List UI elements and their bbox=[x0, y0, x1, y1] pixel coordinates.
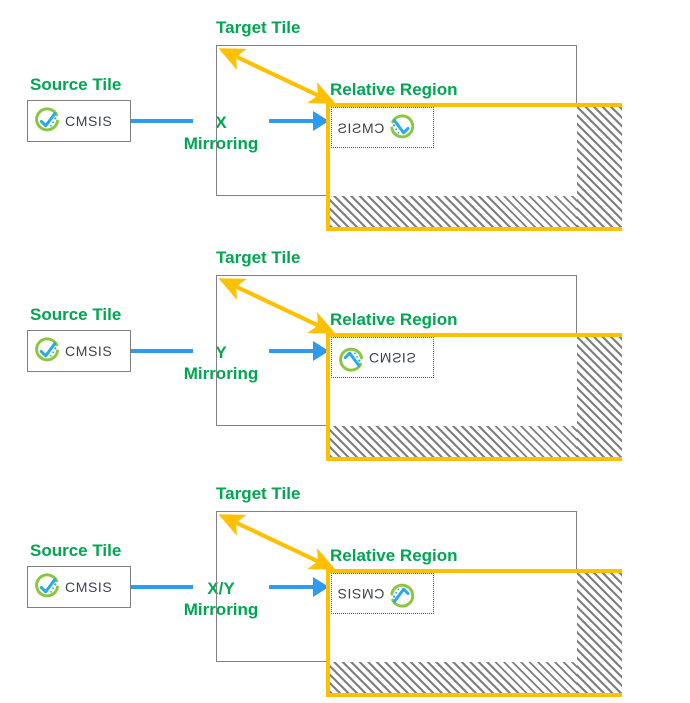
cmsis-logo: CMSIS bbox=[33, 107, 112, 135]
operation-label-y: Y Mirroring bbox=[183, 343, 259, 383]
cmsis-logo-icon bbox=[390, 583, 415, 608]
target-tile-label: Target Tile bbox=[216, 18, 301, 37]
cmsis-logo-text: CMSIS bbox=[65, 343, 113, 359]
relative-region-box[interactable]: CMSIS bbox=[326, 103, 622, 231]
mirrored-tile-box[interactable]: CMSIS bbox=[331, 573, 434, 614]
cmsis-logo-text: CMSIS bbox=[337, 119, 385, 136]
operation-label-x: X Mirroring bbox=[183, 113, 259, 153]
blue-connector-right bbox=[269, 119, 317, 123]
overflow-hatch-bottom bbox=[330, 426, 577, 457]
source-tile-label: Source Tile bbox=[30, 305, 122, 324]
blue-connector-right bbox=[269, 585, 317, 589]
overflow-hatch-right bbox=[577, 573, 622, 693]
relative-region-box[interactable]: CMSIS bbox=[326, 569, 622, 697]
relation-double-arrow-icon bbox=[218, 514, 336, 570]
cmsis-logo-mirrored: CMSIS bbox=[337, 580, 416, 608]
mirrored-tile-box[interactable]: CMSIS bbox=[331, 337, 434, 378]
mirrored-tile-box[interactable]: CMSIS bbox=[331, 107, 434, 148]
cmsis-logo-mirrored: CMSIS bbox=[337, 344, 416, 372]
operation-label-xy: X/Y Mirroring bbox=[183, 579, 259, 619]
cmsis-logo-text: CMSIS bbox=[337, 585, 385, 602]
source-tile-box[interactable]: CMSIS bbox=[27, 330, 131, 372]
cmsis-logo: CMSIS bbox=[33, 337, 112, 365]
cmsis-logo-text: CMSIS bbox=[65, 113, 113, 129]
relative-region-label: Relative Region bbox=[330, 546, 458, 565]
source-tile-box[interactable]: CMSIS bbox=[27, 100, 131, 142]
cmsis-logo-text: CMSIS bbox=[369, 349, 417, 366]
relation-double-arrow-icon bbox=[218, 278, 336, 334]
cmsis-logo-text: CMSIS bbox=[65, 579, 113, 595]
blue-arrow-head-icon bbox=[313, 111, 329, 131]
source-tile-box[interactable]: CMSIS bbox=[27, 566, 131, 608]
relative-region-label: Relative Region bbox=[330, 310, 458, 329]
cmsis-logo-mirrored: CMSIS bbox=[337, 113, 416, 142]
cmsis-logo-icon bbox=[35, 573, 59, 598]
blue-connector-left bbox=[131, 349, 193, 353]
relative-region-box[interactable]: CMSIS bbox=[326, 333, 622, 461]
row-y-mirroring: Source Tile CMSIS Y Mirroring Target Til… bbox=[0, 230, 690, 465]
blue-connector-left bbox=[131, 585, 193, 589]
blue-connector-right bbox=[269, 349, 317, 353]
overflow-hatch-bottom bbox=[330, 196, 577, 227]
overflow-hatch-right bbox=[577, 107, 622, 227]
overflow-hatch-right bbox=[577, 337, 622, 457]
source-tile-label: Source Tile bbox=[30, 75, 122, 94]
blue-arrow-head-icon bbox=[313, 341, 329, 361]
blue-arrow-head-icon bbox=[313, 577, 329, 597]
overflow-hatch-bottom bbox=[330, 662, 577, 693]
row-x-mirroring: Source Tile CMSIS X Mirroring Target Til… bbox=[0, 0, 690, 235]
cmsis-logo-icon bbox=[339, 347, 363, 372]
cmsis-logo-icon bbox=[35, 107, 59, 132]
blue-connector-left bbox=[131, 119, 193, 123]
target-tile-label: Target Tile bbox=[216, 248, 301, 267]
row-xy-mirroring: Source Tile CMSIS X/Y Mirroring Target T… bbox=[0, 466, 690, 701]
cmsis-logo-icon bbox=[390, 113, 415, 138]
cmsis-logo-icon bbox=[35, 337, 59, 362]
cmsis-logo: CMSIS bbox=[33, 573, 112, 601]
target-tile-label: Target Tile bbox=[216, 484, 301, 503]
relation-double-arrow-icon bbox=[218, 48, 336, 104]
relative-region-label: Relative Region bbox=[330, 80, 458, 99]
source-tile-label: Source Tile bbox=[30, 541, 122, 560]
